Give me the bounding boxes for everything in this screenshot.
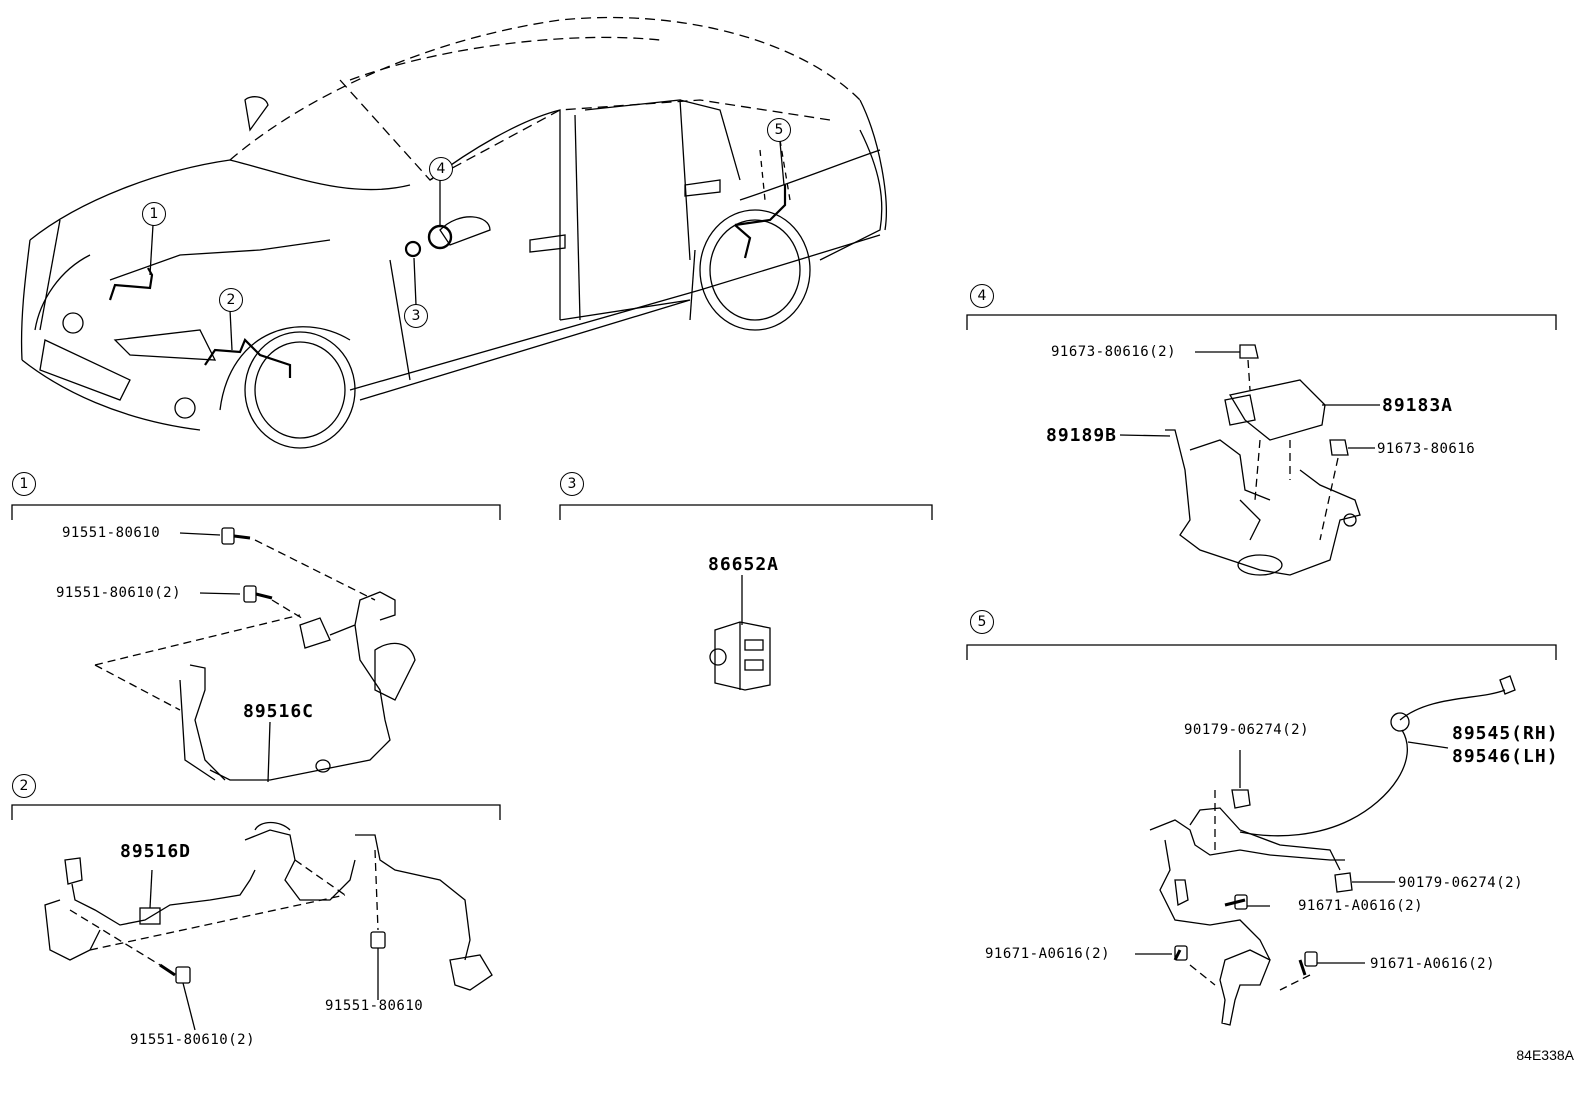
part-label-89516D: 89516D [120,841,192,862]
part-label-91551-80610-x2: 91551-80610(2) [130,1032,256,1048]
part-label-89546-lh: 89546(LH) [1452,746,1559,767]
section-3-number: 3 [560,472,584,496]
part-label-90179-06274-x2: 90179-06274(2) [1184,722,1310,738]
section-5-number: 5 [970,610,994,634]
section-frames [11,314,1557,820]
part-label-86652A: 86652A [708,554,780,575]
part-label-89545-rh: 89545(RH) [1452,723,1559,744]
part-label-91551-80610-x2: 91551-80610(2) [56,585,182,601]
section-4-number: 4 [970,284,994,308]
car-callout-2: 2 [219,288,243,312]
part-label-91671-A0616-x2: 91671-A0616(2) [985,946,1111,962]
part-label-91673-80616: 91673-80616 [1377,441,1476,457]
part-label-91551-80610: 91551-80610 [325,998,424,1014]
part-label-91671-A0616-x2: 91671-A0616(2) [1370,956,1496,972]
part-label-91671-A0616-x2: 91671-A0616(2) [1298,898,1424,914]
part-label-91673-80616-x2: 91673-80616(2) [1051,344,1177,360]
section-2-number: 2 [12,774,36,798]
section-2-drawing [44,821,493,1031]
section-1-number: 1 [12,472,36,496]
part-label-89189B: 89189B [1046,425,1118,446]
section-3-drawing [709,575,771,691]
car-callout-5: 5 [767,118,791,142]
car-callout-1: 1 [142,202,166,226]
section-1-drawing [94,527,416,783]
drawing-code: 84E338A [1516,1047,1574,1063]
section-4-drawing [1119,344,1380,576]
part-label-89516C: 89516C [243,701,315,722]
section-5-drawing [1135,675,1516,1026]
part-label-89183A: 89183A [1382,395,1454,416]
part-label-90179-06274-x2: 90179-06274(2) [1398,875,1524,891]
car-callout-4: 4 [429,157,453,181]
car-overview [20,16,887,449]
part-label-91551-80610: 91551-80610 [62,525,161,541]
car-callout-3: 3 [404,304,428,328]
